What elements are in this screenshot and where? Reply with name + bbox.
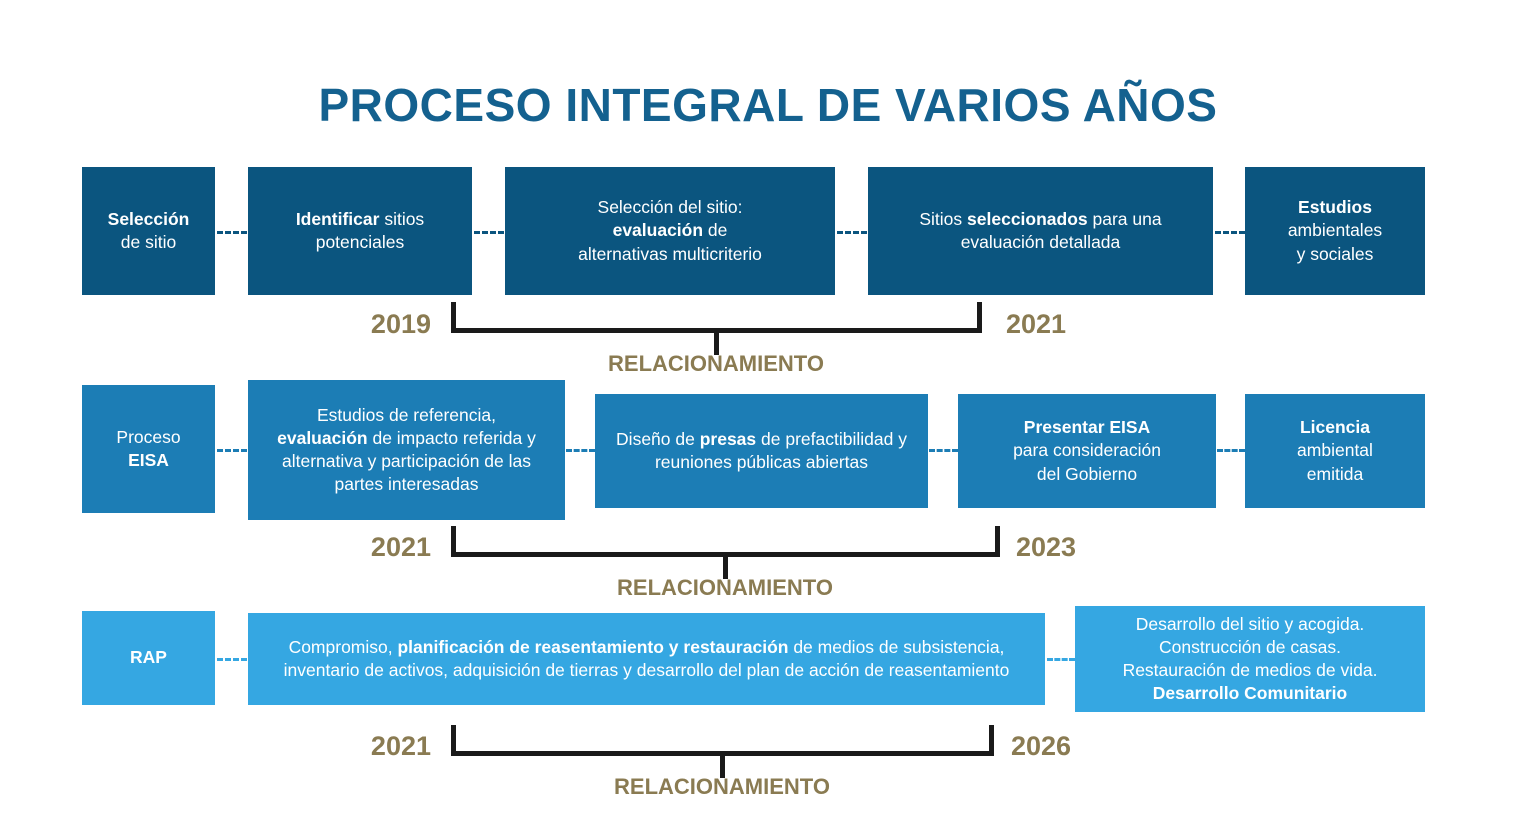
bracket-tick-right — [989, 725, 994, 756]
box-licencia-ambiental-line3: emitida — [1306, 463, 1364, 484]
relacionamiento-label-row-2: RELACIONAMIENTO — [617, 575, 833, 600]
relacionamiento-label-row-3: RELACIONAMIENTO — [614, 774, 830, 799]
box-proceso-eisa-pre: Proceso — [116, 426, 181, 447]
connector-r3-1-2 — [217, 658, 247, 661]
box-presentar-eisa-bold: Presentar EISA — [1023, 417, 1151, 438]
box-seleccion-del-sitio-bold: evaluación — [612, 220, 704, 241]
bracket-row-1 — [451, 302, 982, 355]
box-compromiso-bold: planificación de reasentamiento y restau… — [397, 636, 789, 657]
box-seleccion-de-sitio-rest: de sitio — [120, 232, 177, 252]
box-estudios-ambientales: Estudios ambientales y sociales — [1245, 167, 1425, 295]
box-identificar-sitios-line2: potenciales — [315, 232, 405, 252]
connector-r1-3-4 — [837, 231, 867, 234]
bracket-tick-center — [720, 751, 725, 778]
year-label-2019: 2019 — [370, 309, 431, 339]
box-licencia-ambiental-line2: ambiental — [1297, 440, 1373, 461]
box-diseno-de-presas-pre: Diseño de — [616, 428, 700, 449]
box-compromiso-planificacion: Compromiso, planificación de reasentamie… — [248, 613, 1045, 705]
box-sitios-seleccionados-pre: Sitios — [919, 208, 968, 229]
box-presentar-eisa-line2: para consideración — [1013, 440, 1161, 461]
box-licencia-ambiental: Licencia ambiental emitida — [1245, 394, 1425, 508]
box-diseno-de-presas-bold: presas — [699, 428, 757, 449]
box-sitios-seleccionados: Sitios seleccionados para una evaluación… — [868, 167, 1213, 295]
box-seleccion-de-sitio-bold: Selección — [107, 208, 190, 229]
bracket-tick-right — [995, 526, 1000, 557]
bracket-row-2 — [451, 526, 1000, 579]
connector-r3-2-3 — [1047, 658, 1075, 661]
box-seleccion-de-sitio: Selección de sitio — [82, 167, 215, 295]
box-estudios-de-referencia-bold: evaluación — [277, 427, 368, 448]
box-seleccion-del-sitio-rest: de — [703, 220, 728, 241]
bracket-tick-left — [451, 302, 456, 333]
year-label-2021-row2: 2021 — [370, 532, 431, 562]
connector-r1-2-3 — [474, 231, 504, 234]
box-proceso-eisa-bold: EISA — [128, 450, 169, 470]
box-compromiso-pre: Compromiso, — [288, 636, 398, 657]
box-identificar-sitios: Identificar sitios potenciales — [248, 167, 472, 295]
bracket-tick-left — [451, 526, 456, 557]
box-identificar-sitios-bold: Identificar — [295, 208, 380, 229]
box-identificar-sitios-rest: sitios — [379, 208, 425, 229]
connector-r2-1-2 — [217, 449, 247, 452]
box-estudios-de-referencia: Estudios de referencia, evaluación de im… — [248, 380, 565, 520]
year-label-2021-row3: 2021 — [370, 731, 431, 761]
box-diseno-de-presas-post: de prefactibilidad y reuniones públicas … — [654, 428, 907, 472]
box-seleccion-del-sitio: Selección del sitio: evaluación de alter… — [505, 167, 835, 295]
connector-r1-4-5 — [1215, 231, 1245, 234]
bracket-tick-center — [723, 552, 728, 579]
box-diseno-de-presas: Diseño de presas de prefactibilidad y re… — [595, 394, 928, 508]
box-desarrollo-line1: Desarrollo del sitio y acogida. — [1135, 613, 1365, 634]
box-compromiso-post: de medios de subsistencia, inventario de… — [283, 636, 1010, 680]
box-seleccion-del-sitio-line1: Selección del sitio: — [597, 197, 743, 218]
box-seleccion-del-sitio-line3: alternativas multicriterio — [578, 243, 762, 264]
box-rap-bold: RAP — [130, 647, 167, 668]
connector-r1-1-2 — [217, 231, 247, 234]
box-desarrollo-del-sitio: Desarrollo del sitio y acogida. Construc… — [1075, 606, 1425, 712]
bracket-row-3 — [451, 725, 994, 778]
box-presentar-eisa: Presentar EISA para consideración del Go… — [958, 394, 1216, 508]
box-sitios-seleccionados-line2: evaluación detallada — [960, 232, 1121, 252]
box-estudios-de-referencia-line1: Estudios de referencia, — [317, 404, 496, 425]
bracket-tick-left — [451, 725, 456, 756]
connector-r2-4-5 — [1217, 449, 1245, 452]
bracket-tick-center — [714, 328, 719, 355]
box-estudios-ambientales-bold: Estudios — [1298, 197, 1372, 218]
bracket-tick-right — [977, 302, 982, 333]
relacionamiento-label-row-1: RELACIONAMIENTO — [608, 351, 824, 376]
box-estudios-de-referencia-post: de impacto referida y alternativa y part… — [281, 427, 536, 495]
connector-r2-2-3 — [566, 449, 595, 452]
box-licencia-ambiental-bold: Licencia — [1299, 417, 1371, 438]
box-estudios-ambientales-line2: ambientales — [1287, 220, 1383, 241]
box-desarrollo-bold: Desarrollo Comunitario — [1152, 683, 1348, 704]
box-presentar-eisa-line3: del Gobierno — [1036, 463, 1138, 484]
box-sitios-seleccionados-post: para una — [1087, 208, 1162, 229]
year-label-2021-row1: 2021 — [1006, 309, 1067, 339]
box-estudios-ambientales-line3: y sociales — [1296, 243, 1374, 264]
box-sitios-seleccionados-bold: seleccionados — [967, 208, 1088, 229]
box-rap: RAP — [82, 611, 215, 705]
box-proceso-eisa: Proceso EISA — [82, 385, 215, 513]
year-label-2023: 2023 — [1016, 532, 1077, 562]
page-title: PROCESO INTEGRAL DE VARIOS AÑOS — [318, 79, 1218, 131]
connector-r2-3-4 — [929, 449, 958, 452]
box-desarrollo-line3: Restauración de medios de vida. — [1122, 660, 1378, 680]
year-label-2026: 2026 — [1011, 731, 1072, 761]
box-desarrollo-line2: Construcción de casas. — [1159, 636, 1341, 657]
